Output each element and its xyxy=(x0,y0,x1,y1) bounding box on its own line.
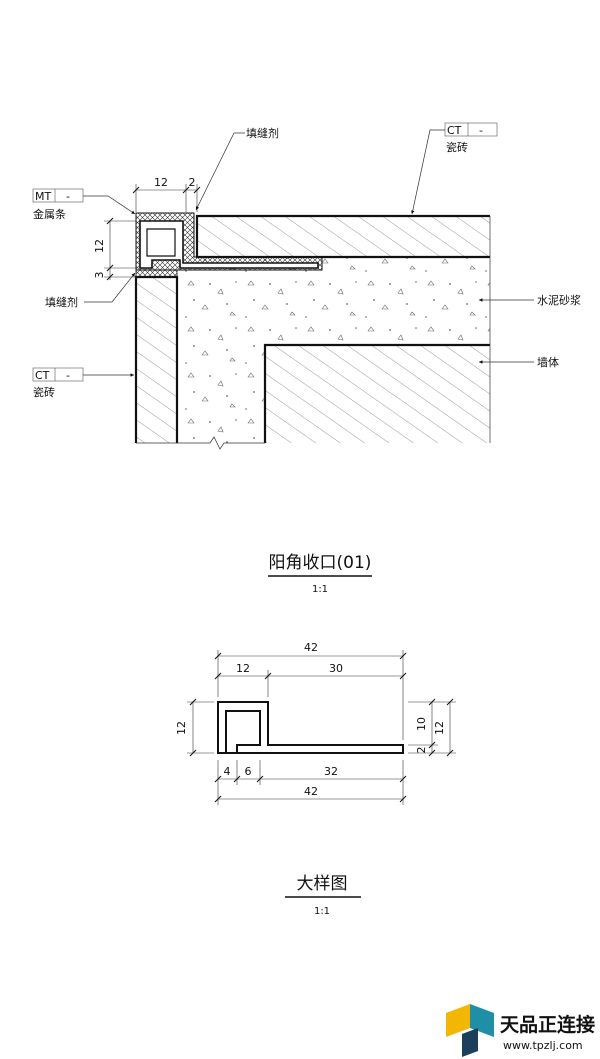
label-cement-mortar: 水泥砂浆 xyxy=(479,293,581,307)
profile-title: 大样图 xyxy=(297,874,348,894)
profile-dim-top: 42 12 30 xyxy=(214,641,407,740)
label-filler-left: 填缝剂 xyxy=(45,272,136,309)
dim-bottom-32: 32 xyxy=(324,765,338,778)
svg-text:墙体: 墙体 xyxy=(537,355,559,369)
label-wall: 墙体 xyxy=(479,355,559,369)
profile-dim-left: 12 xyxy=(175,698,214,757)
section-title: 阳角收口(01) xyxy=(269,553,372,573)
brand-logo: 天品正连接 www.tpzlj.com xyxy=(446,1004,595,1057)
profile-detail: 42 12 30 12 10 2 12 xyxy=(175,641,456,917)
section-dim-left: 12 3 xyxy=(93,217,136,281)
dim-bottom-6: 6 xyxy=(245,765,252,778)
svg-text:水泥砂浆: 水泥砂浆 xyxy=(537,293,581,307)
dim-top-left: 12 xyxy=(236,662,250,675)
left-tile xyxy=(136,277,177,443)
label-tile-left: CT - 瓷砖 xyxy=(32,367,134,399)
cement-mortar-region xyxy=(177,257,490,443)
svg-text:CT: CT xyxy=(35,369,50,382)
label-filler-top: 填缝剂 xyxy=(195,126,279,211)
profile-scale: 1:1 xyxy=(314,906,330,917)
brand-logo-icon xyxy=(446,1004,494,1057)
svg-text:填缝剂: 填缝剂 xyxy=(45,295,78,309)
dim-left-12: 12 xyxy=(93,239,106,253)
profile-outline xyxy=(217,701,404,754)
profile-dim-right: 10 2 12 xyxy=(408,698,456,757)
svg-text:瓷砖: 瓷砖 xyxy=(33,385,55,399)
brand-url: www.tpzlj.com xyxy=(503,1039,583,1052)
dim-left-3: 3 xyxy=(93,272,106,279)
svg-text:瓷砖: 瓷砖 xyxy=(446,140,468,154)
label-metal-strip: MT - 金属条 xyxy=(32,188,136,221)
dim-top-2: 2 xyxy=(189,176,196,189)
wall-region xyxy=(265,345,490,443)
label-tile-top: CT - 瓷砖 xyxy=(411,122,498,215)
brand-name: 天品正连接 xyxy=(500,1013,595,1036)
svg-text:-: - xyxy=(66,369,70,382)
dim-overall-bottom: 42 xyxy=(304,785,318,798)
dim-right-12: 12 xyxy=(433,721,446,735)
svg-text:MT: MT xyxy=(35,190,51,203)
dim-top-right: 30 xyxy=(329,662,343,675)
svg-text:-: - xyxy=(66,190,70,203)
svg-text:填缝剂: 填缝剂 xyxy=(246,126,279,140)
profile-dim-bottom: 4 6 32 42 xyxy=(214,760,407,805)
dim-overall-top: 42 xyxy=(304,641,318,654)
svg-text:-: - xyxy=(479,124,483,137)
section-detail: 12 2 12 3 填缝剂 MT - 金属条 填缝剂 xyxy=(32,122,581,595)
dim-top-12: 12 xyxy=(154,176,168,189)
dim-bottom-4: 4 xyxy=(224,765,231,778)
svg-text:金属条: 金属条 xyxy=(33,207,66,221)
dim-left-height: 12 xyxy=(175,721,188,735)
dim-right-10: 10 xyxy=(415,717,428,731)
top-tile xyxy=(197,216,490,257)
dim-right-2: 2 xyxy=(415,747,428,754)
filler-joint-lower xyxy=(135,269,178,278)
section-scale: 1:1 xyxy=(312,584,328,595)
svg-text:CT: CT xyxy=(447,124,462,137)
section-dim-top: 12 2 xyxy=(132,176,201,212)
